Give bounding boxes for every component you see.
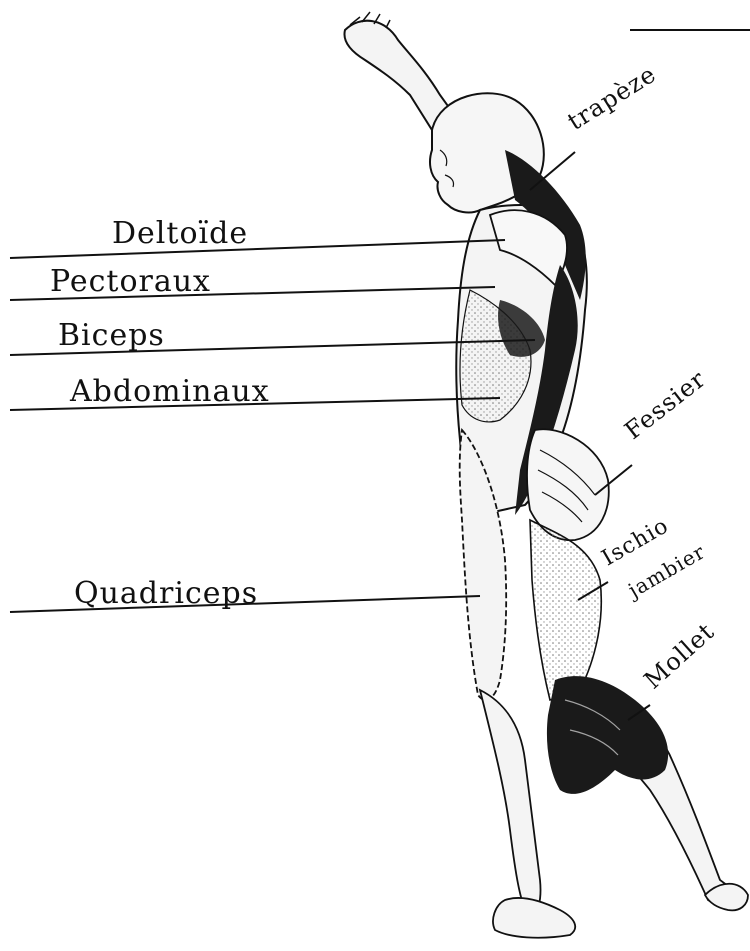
label-biceps: Biceps — [58, 318, 165, 353]
front-leg — [480, 690, 541, 920]
label-quadriceps: Quadriceps — [74, 576, 258, 611]
label-deltoide: Deltoïde — [112, 216, 248, 251]
label-abdominaux: Abdominaux — [70, 374, 270, 409]
back-thigh — [530, 520, 601, 700]
label-pectoraux: Pectoraux — [50, 264, 211, 299]
calf-muscle — [547, 676, 668, 794]
gluteus-muscle — [527, 429, 609, 540]
leader-deltoide — [10, 240, 505, 258]
front-foot — [493, 898, 575, 938]
